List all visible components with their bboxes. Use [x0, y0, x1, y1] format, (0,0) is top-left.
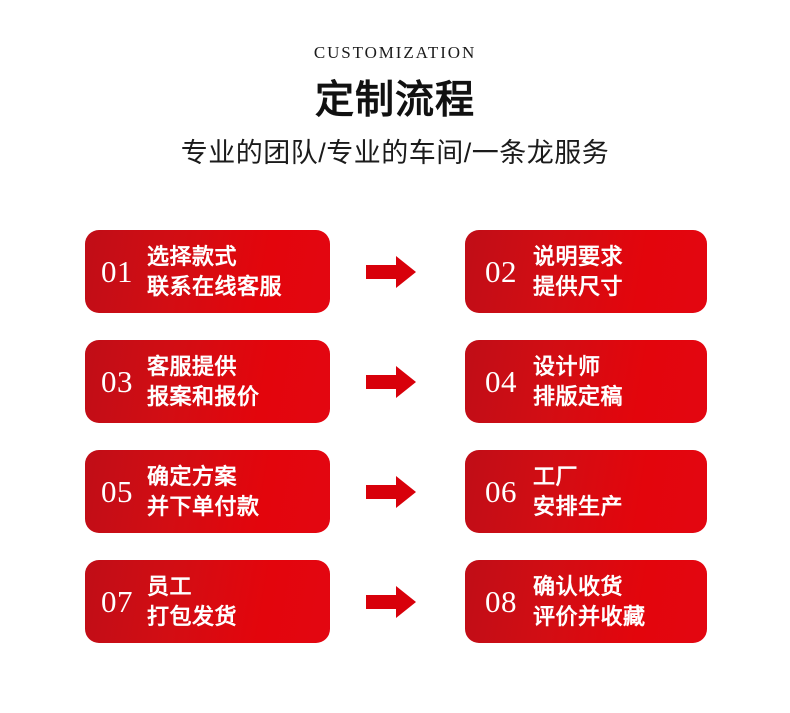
page-subtitle: 专业的团队/专业的车间/一条龙服务	[180, 138, 610, 168]
step-label: 确定方案 并下单付款	[147, 462, 330, 521]
eyebrow-text: CUSTOMIZATION	[313, 43, 477, 62]
arrow-right-icon	[366, 584, 418, 620]
step-label-line-1: 员工	[147, 574, 193, 600]
flow-row: 07 员工 打包发货 08 确认收货 评价并收藏	[0, 560, 790, 643]
step-label-line-2: 联系在线客服	[147, 273, 283, 299]
step-number: 01	[101, 254, 133, 289]
flow-grid: 01 选择款式 联系在线客服 02 说明要求 提供尺寸	[0, 230, 790, 643]
step-label-line-1: 工厂	[533, 464, 579, 490]
arrow-right-icon	[366, 474, 418, 510]
flow-row: 05 确定方案 并下单付款 06 工厂 安排生产	[0, 450, 790, 533]
step-number: 05	[101, 474, 133, 509]
step-number: 03	[101, 364, 133, 399]
step-label-line-2: 打包发货	[147, 603, 238, 629]
step-number: 02	[485, 254, 517, 289]
step-label: 确认收货 评价并收藏	[533, 572, 707, 631]
step-card-06[interactable]: 06 工厂 安排生产	[465, 450, 707, 533]
flow-row: 03 客服提供 报案和报价 04 设计师 排版定稿	[0, 340, 790, 423]
step-card-04[interactable]: 04 设计师 排版定稿	[465, 340, 707, 423]
step-label: 说明要求 提供尺寸	[533, 242, 707, 301]
step-label: 员工 打包发货	[147, 572, 330, 631]
step-card-03[interactable]: 03 客服提供 报案和报价	[85, 340, 330, 423]
step-card-07[interactable]: 07 员工 打包发货	[85, 560, 330, 643]
step-number: 04	[485, 364, 517, 399]
step-label-line-1: 设计师	[533, 354, 601, 380]
step-label: 设计师 排版定稿	[533, 352, 707, 411]
step-label-line-1: 说明要求	[533, 244, 624, 270]
arrow-right-icon	[366, 254, 418, 290]
step-number: 07	[101, 584, 133, 619]
step-label-line-1: 客服提供	[147, 354, 238, 380]
step-card-01[interactable]: 01 选择款式 联系在线客服	[85, 230, 330, 313]
step-label-line-1: 选择款式	[147, 244, 238, 270]
arrow-right-icon	[366, 364, 418, 400]
step-label-line-1: 确定方案	[147, 464, 238, 490]
step-label-line-1: 确认收货	[533, 574, 624, 600]
step-label-line-2: 提供尺寸	[533, 273, 624, 299]
page-header: CUSTOMIZATION 定制流程 专业的团队/专业的车间/一条龙服务	[0, 44, 790, 167]
step-card-08[interactable]: 08 确认收货 评价并收藏	[465, 560, 707, 643]
step-label: 工厂 安排生产	[533, 462, 707, 521]
flow-row: 01 选择款式 联系在线客服 02 说明要求 提供尺寸	[0, 230, 790, 313]
step-label-line-2: 评价并收藏	[533, 603, 646, 629]
step-label-line-2: 排版定稿	[533, 383, 624, 409]
step-label: 客服提供 报案和报价	[147, 352, 330, 411]
step-label-line-2: 安排生产	[533, 493, 624, 519]
step-label-line-2: 报案和报价	[147, 383, 260, 409]
step-label: 选择款式 联系在线客服	[147, 242, 330, 301]
step-number: 08	[485, 584, 517, 619]
step-number: 06	[485, 474, 517, 509]
page-title: 定制流程	[314, 79, 475, 122]
step-label-line-2: 并下单付款	[147, 493, 260, 519]
step-card-05[interactable]: 05 确定方案 并下单付款	[85, 450, 330, 533]
step-card-02[interactable]: 02 说明要求 提供尺寸	[465, 230, 707, 313]
